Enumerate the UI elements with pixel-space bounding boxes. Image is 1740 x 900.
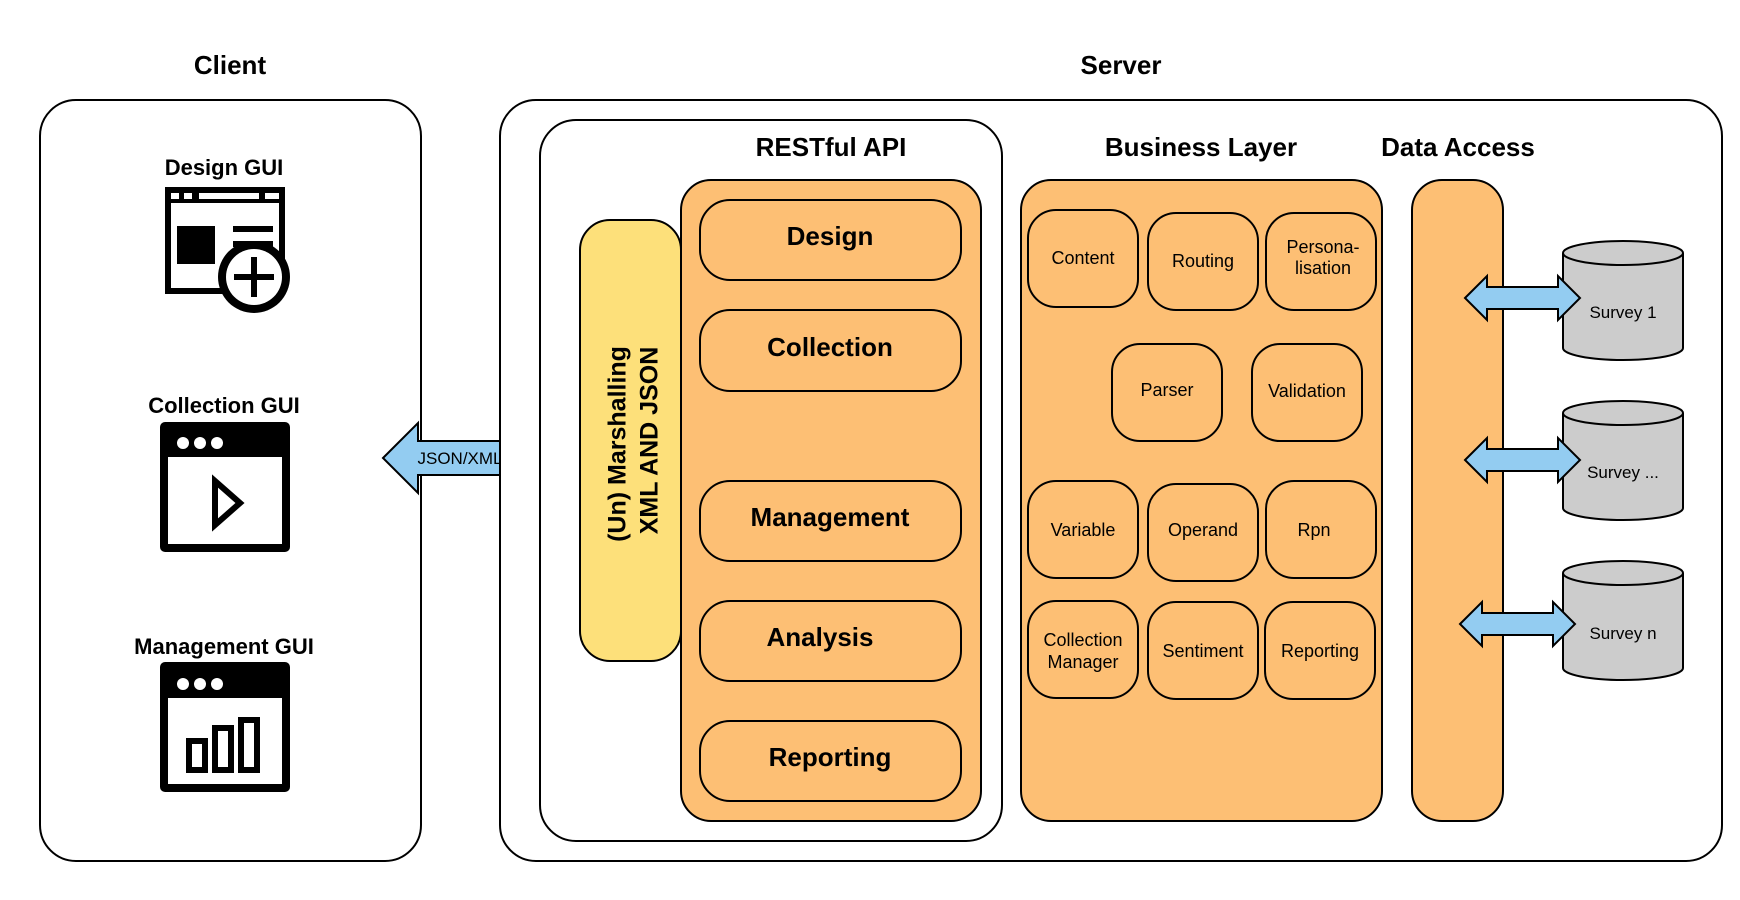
business-module-reporting: Reporting: [1264, 601, 1376, 700]
business-module-label: Manager: [1047, 652, 1118, 672]
data-access-bar: [1411, 179, 1504, 822]
json-xml-label: JSON/XML: [417, 449, 502, 468]
business-module-label: Routing: [1172, 251, 1234, 271]
api-module-reporting: Reporting: [699, 720, 962, 802]
business-layer-title: Business Layer: [1105, 132, 1297, 162]
business-module-personalisation: Persona- lisation: [1265, 212, 1377, 311]
marshalling-line-1: (Un) Marshalling: [604, 346, 632, 542]
business-module-content: Content: [1027, 209, 1139, 308]
business-module-label: Rpn: [1297, 520, 1330, 540]
business-module-collection-manager: Collection Manager: [1027, 600, 1139, 699]
business-module-label: lisation: [1295, 258, 1351, 278]
business-module-parser: Parser: [1111, 343, 1223, 442]
business-module-label: Collection: [1043, 630, 1122, 650]
client-title: Client: [194, 50, 267, 80]
database-label: Survey n: [1589, 624, 1656, 643]
database-label: Survey 1: [1589, 303, 1656, 322]
collection-window-play-icon: [160, 422, 290, 552]
data-access-title: Data Access: [1381, 132, 1535, 162]
business-module-label: Validation: [1268, 381, 1346, 401]
api-module-design: Design: [699, 199, 962, 281]
design-gui-label: Design GUI: [165, 155, 284, 180]
business-module-operand: Operand: [1147, 483, 1259, 582]
data-arrow-survey-1: [1463, 273, 1582, 323]
api-module-label: Management: [751, 502, 910, 532]
marshalling-block: (Un) Marshalling XML AND JSON: [579, 219, 682, 662]
svg-text:(Un) Marshalling XML AND: (Un) Marshalling XML AND JSON: [604, 339, 664, 542]
business-module-label: Operand: [1168, 520, 1238, 540]
business-module-sentiment: Sentiment: [1147, 601, 1259, 700]
business-module-label: Reporting: [1281, 641, 1359, 661]
business-module-routing: Routing: [1147, 212, 1259, 311]
data-arrow-survey-dots: [1463, 435, 1582, 485]
api-module-label: Analysis: [767, 622, 874, 652]
business-module-validation: Validation: [1251, 343, 1363, 442]
server-title: Server: [1081, 50, 1162, 80]
business-module-rpn: Rpn: [1265, 480, 1377, 579]
business-module-label: Content: [1051, 248, 1114, 268]
api-module-management: Management: [699, 480, 962, 562]
database-survey-n: Survey n: [1562, 560, 1684, 681]
business-module-variable: Variable: [1027, 480, 1139, 579]
business-module-label: Persona-: [1286, 237, 1359, 257]
database-survey-dots: Survey ...: [1562, 400, 1684, 521]
api-module-collection: Collection: [699, 309, 962, 392]
business-module-label: Sentiment: [1162, 641, 1243, 661]
database-survey-1: Survey 1: [1562, 240, 1684, 361]
business-module-label: Parser: [1140, 380, 1193, 400]
collection-gui-label: Collection GUI: [148, 393, 300, 418]
restful-api-title: RESTful API: [756, 132, 907, 162]
api-module-label: Reporting: [769, 742, 892, 772]
marshalling-line-2: XML AND JSON: [636, 347, 664, 535]
management-window-chart-icon: [160, 662, 290, 792]
api-module-analysis: Analysis: [699, 600, 962, 682]
database-label: Survey ...: [1587, 463, 1659, 482]
api-module-label: Design: [787, 221, 874, 251]
design-window-plus-icon: [165, 187, 290, 313]
management-gui-label: Management GUI: [134, 634, 314, 659]
business-module-label: Variable: [1051, 520, 1116, 540]
api-module-label: Collection: [767, 332, 893, 362]
data-arrow-survey-n: [1458, 599, 1577, 649]
